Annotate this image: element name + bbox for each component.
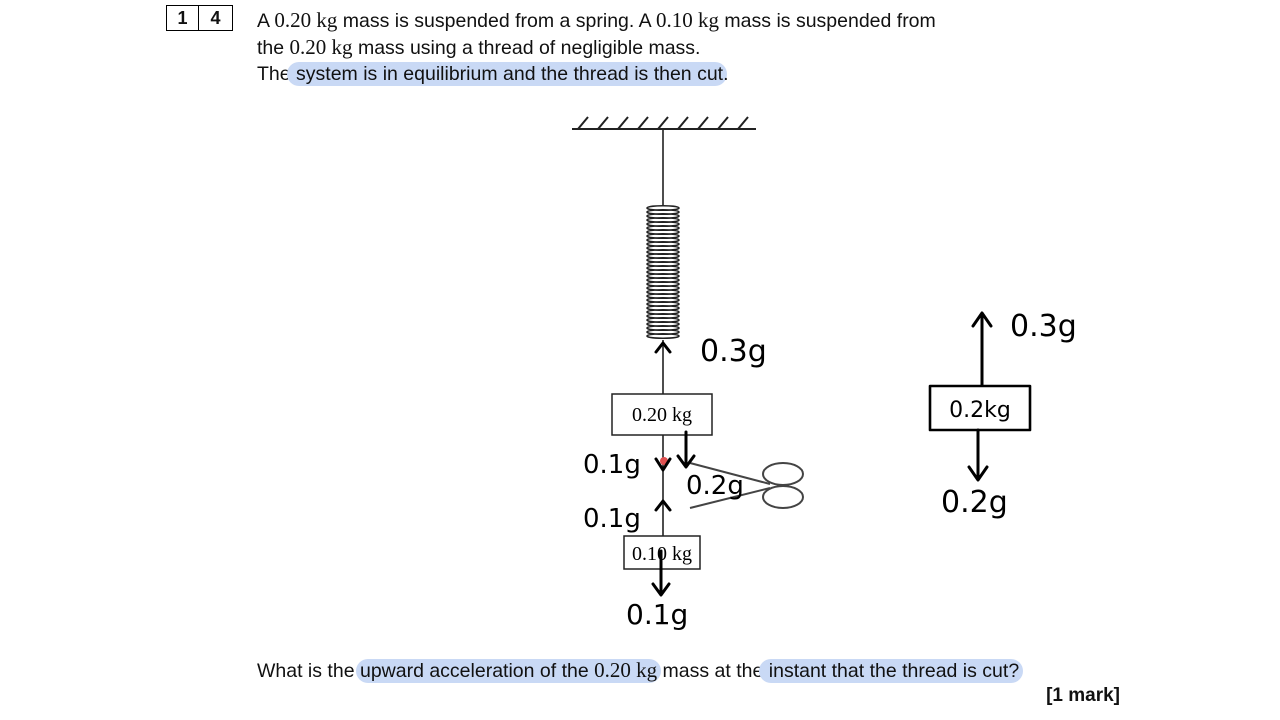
arrow-down-lower-weight bbox=[651, 549, 671, 597]
label-fbd-down-force: 0.2g bbox=[941, 485, 1008, 520]
label-fbd-mass: 0.2kg bbox=[949, 398, 1011, 423]
label-fbd-up-force: 0.3g bbox=[1010, 309, 1077, 344]
label-thread-up: 0.1g bbox=[583, 450, 641, 480]
scissors-icon bbox=[689, 462, 804, 509]
free-body-diagram bbox=[928, 311, 1032, 482]
question-number-box-2: 4 bbox=[199, 5, 233, 31]
prompt-line: What is the upward acceleration of the 0… bbox=[257, 657, 1024, 684]
mass-upper: 0.20 kg bbox=[611, 393, 713, 436]
label-lower-weight: 0.1g bbox=[626, 598, 688, 631]
highlight-equilibrium: system is in equilibrium and the thread … bbox=[286, 62, 728, 86]
marks-label: [1 mark] bbox=[1046, 685, 1120, 706]
label-thread-tension-lower: 0.1g bbox=[583, 504, 641, 534]
question-line-1: A 0.20 kg mass is suspended from a sprin… bbox=[257, 8, 936, 32]
spring bbox=[646, 129, 680, 394]
arrow-down-upper-weight bbox=[676, 430, 696, 469]
highlight-instant-cut: instant that the thread is cut? bbox=[759, 659, 1024, 683]
question-number-box-1: 1 bbox=[166, 5, 199, 31]
ceiling bbox=[572, 116, 756, 130]
arrow-up-thread-on-lower bbox=[654, 499, 672, 512]
mass-lower: 0.10 kg bbox=[623, 535, 701, 570]
question-line-3: The system is in equilibrium and the thr… bbox=[257, 62, 729, 86]
question-line-2: the 0.20 kg mass using a thread of negli… bbox=[257, 35, 701, 59]
highlight-upward-acceleration: upward acceleration of the 0.20 kg bbox=[355, 658, 662, 683]
mass-upper-label: 0.20 kg bbox=[632, 404, 692, 426]
label-upper-weight: 0.2g bbox=[686, 471, 744, 501]
arrow-up-spring-force bbox=[654, 341, 672, 354]
label-spring-force: 0.3g bbox=[700, 334, 767, 369]
arrow-down-thread-on-upper bbox=[654, 457, 672, 472]
